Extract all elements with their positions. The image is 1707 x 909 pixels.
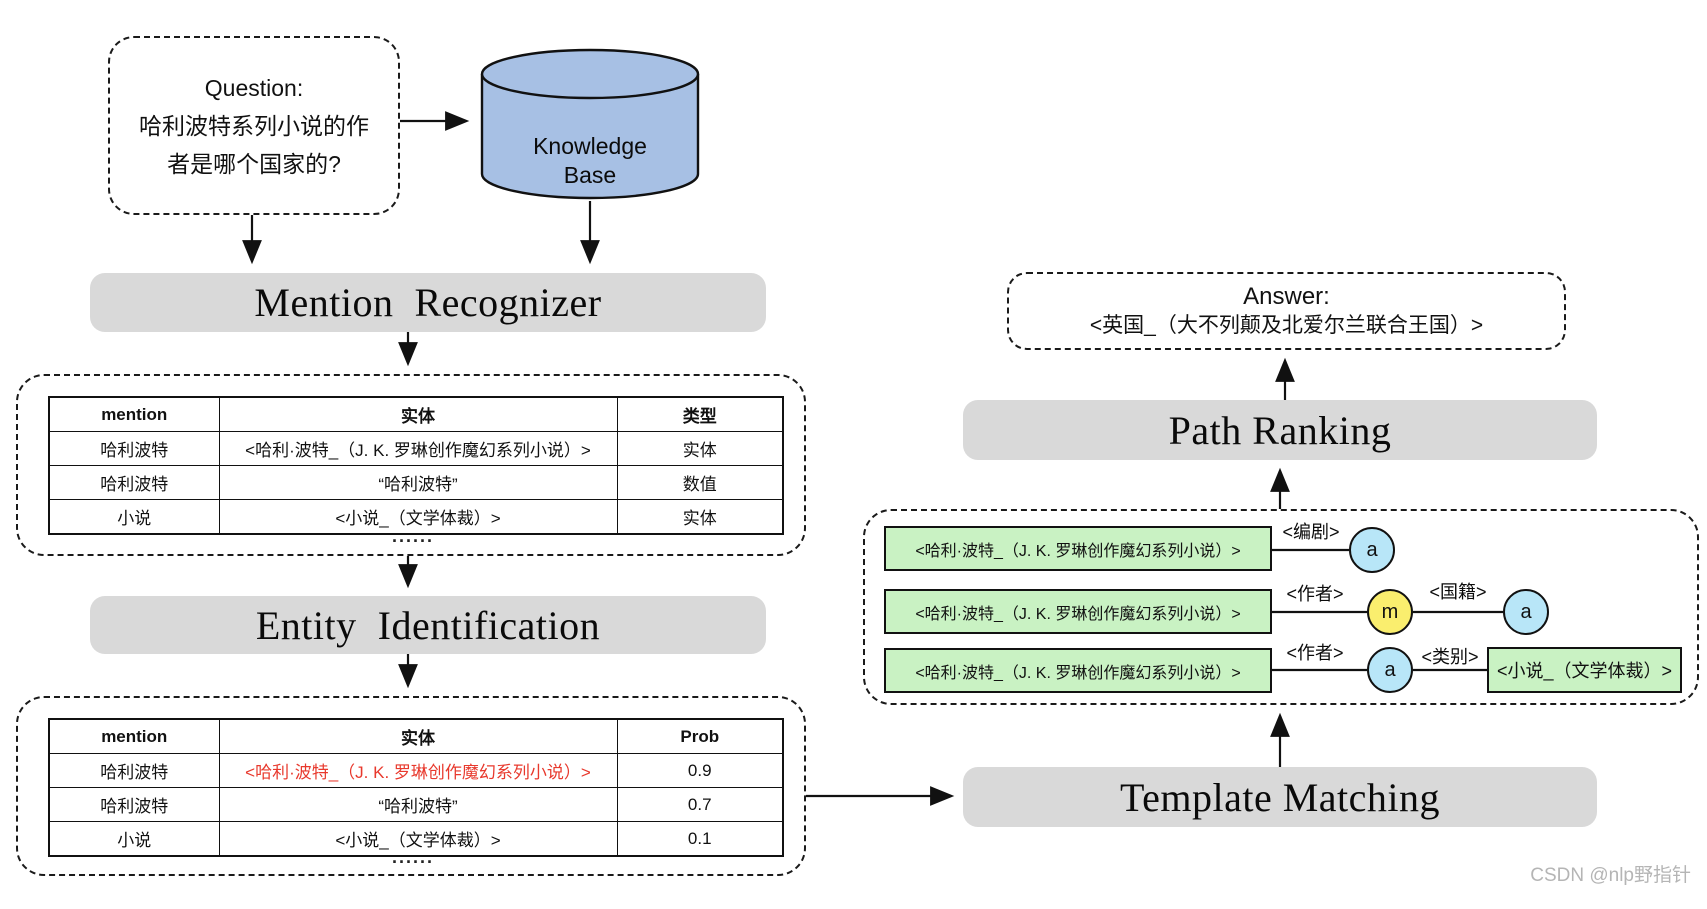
table-cell: 0.9 — [616, 753, 784, 788]
table-row: 小说<小说_（文学体裁）>实体 — [48, 499, 784, 535]
table-cell: <哈利·波特_（J. K. 罗琳创作魔幻系列小说）> — [218, 753, 618, 788]
table-cell: 哈利波特 — [48, 753, 220, 788]
table-cell: “哈利波特” — [218, 787, 618, 822]
path1-subject-entity-box: <哈利·波特_（J. K. 罗琳创作魔幻系列小说）> — [884, 526, 1272, 571]
mention-table-ellipsis: ...... — [391, 526, 434, 546]
path2-mention-node: m — [1367, 589, 1413, 635]
table-cell: 哈利波特 — [48, 465, 220, 500]
table-cell: <小说_（文学体裁）> — [218, 821, 618, 857]
question-box: Question: 哈利波特系列小说的作 者是哪个国家的? — [108, 36, 400, 215]
table-cell: 0.1 — [616, 821, 784, 857]
answer-value: <英国_（大不列颠及北爱尔兰联合王国）> — [1089, 314, 1484, 337]
table-header-cell: 实体 — [218, 718, 618, 754]
path2-relation1-label: <作者> — [1286, 584, 1344, 604]
path2-relation2-label: <国籍> — [1429, 582, 1487, 602]
stage-bar-mention-recognizer: Mention Recognizer — [90, 273, 766, 332]
table-row: 哈利波特<哈利·波特_（J. K. 罗琳创作魔幻系列小说）>0.9 — [48, 753, 784, 788]
path2-answer-node: a — [1503, 589, 1549, 635]
entity-table-ellipsis: ...... — [391, 847, 434, 867]
table-cell: 小说 — [48, 499, 220, 535]
cylinder-shape — [480, 48, 700, 200]
table-header-cell: 类型 — [616, 396, 784, 432]
answer-box: Answer: <英国_（大不列颠及北爱尔兰联合王国）> — [1007, 272, 1566, 350]
table-cell: 0.7 — [616, 787, 784, 822]
table-header-cell: mention — [48, 396, 220, 432]
table-cell: “哈利波特” — [218, 465, 618, 500]
table-cell: 实体 — [616, 499, 784, 535]
table-cell: 实体 — [616, 431, 784, 466]
path1-relation-label: <编剧> — [1282, 522, 1340, 542]
question-title: Question: — [204, 74, 304, 101]
path3-object-entity-box: <小说_（文学体裁）> — [1487, 647, 1682, 693]
stage-bar-path-ranking: Path Ranking — [963, 400, 1597, 460]
answer-title: Answer: — [1243, 283, 1330, 310]
path3-relation2-label: <类别> — [1421, 647, 1479, 667]
table-cell: 哈利波特 — [48, 431, 220, 466]
table-cell: 哈利波特 — [48, 787, 220, 822]
table-row: 哈利波特“哈利波特”数值 — [48, 465, 784, 500]
knowledge-base-cylinder: Knowledge Base — [480, 48, 700, 200]
table-cell: 数值 — [616, 465, 784, 500]
path3-relation1-label: <作者> — [1286, 643, 1344, 663]
question-text-line2: 者是哪个国家的? — [167, 150, 341, 177]
path2-subject-entity-box: <哈利·波特_（J. K. 罗琳创作魔幻系列小说）> — [884, 589, 1272, 634]
table-header-cell: Prob — [616, 718, 784, 754]
table-cell: 小说 — [48, 821, 220, 857]
watermark: CSDN @nlp野指针 — [1530, 865, 1691, 886]
question-text-line1: 哈利波特系列小说的作 — [139, 112, 369, 139]
stage-bar-template-matching: Template Matching — [963, 767, 1597, 827]
path3-subject-entity-box: <哈利·波特_（J. K. 罗琳创作魔幻系列小说）> — [884, 648, 1272, 693]
table-header-cell: mention — [48, 718, 220, 754]
table-cell: <小说_（文学体裁）> — [218, 499, 618, 535]
table-row: 哈利波特<哈利·波特_（J. K. 罗琳创作魔幻系列小说）>实体 — [48, 431, 784, 466]
path1-variable-node: a — [1349, 527, 1395, 573]
stage-bar-entity-identification: Entity Identification — [90, 596, 766, 654]
table-row: 小说<小说_（文学体裁）>0.1 — [48, 821, 784, 857]
path3-variable-node: a — [1367, 647, 1413, 693]
table-row: 哈利波特“哈利波特”0.7 — [48, 787, 784, 822]
table-header-cell: 实体 — [218, 396, 618, 432]
knowledge-base-label: Knowledge Base — [533, 133, 647, 188]
table-cell: <哈利·波特_（J. K. 罗琳创作魔幻系列小说）> — [218, 431, 618, 466]
